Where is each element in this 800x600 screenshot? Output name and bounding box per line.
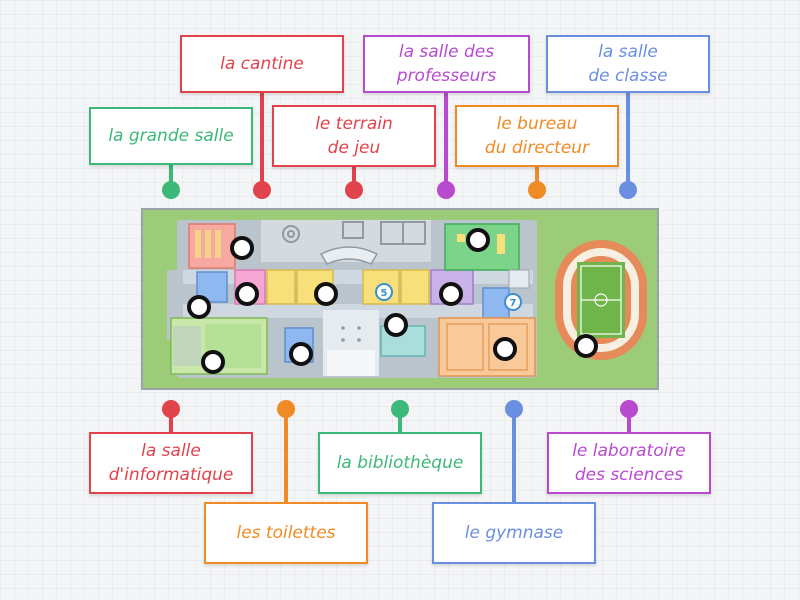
connector-dot-les-toilettes (277, 400, 295, 418)
drop-marker-blue-bottom[interactable] (289, 342, 313, 366)
label-les-toilettes[interactable]: les toilettes (204, 502, 368, 564)
connector-dot-la-grande-salle (162, 181, 180, 199)
connector-la-cantine (260, 93, 264, 190)
drop-marker-sports-field[interactable] (574, 334, 598, 358)
connector-le-gymnase (512, 409, 516, 502)
drop-marker-lightgreen-room[interactable] (201, 350, 225, 374)
label-la-salle-d-informatique[interactable]: la salle d'informatique (89, 432, 253, 494)
drop-marker-pink-room[interactable] (235, 282, 259, 306)
label-le-gymnase[interactable]: le gymnase (432, 502, 596, 564)
connector-dot-la-salle-d-informatique (162, 400, 180, 418)
connector-dot-la-cantine (253, 181, 271, 199)
room-yellow-1 (266, 269, 296, 305)
connector-dot-la-bibliotheque (391, 400, 409, 418)
connector-le-bureau-du-directeur (535, 167, 539, 190)
drop-marker-green-room[interactable] (466, 228, 490, 252)
label-la-grande-salle[interactable]: la grande salle (89, 107, 253, 165)
drop-marker-teal-room[interactable] (384, 313, 408, 337)
connector-dot-la-salle-de-classe (619, 181, 637, 199)
room-number-5: 5 (381, 288, 388, 299)
connector-la-bibliotheque (398, 409, 402, 432)
school-floorplan: 5 7 (143, 210, 657, 388)
label-le-terrain-de-jeu[interactable]: le terrain de jeu (272, 105, 436, 167)
connector-le-terrain-de-jeu (352, 167, 356, 190)
label-la-salle-de-classe[interactable]: la salle de classe (546, 35, 710, 93)
drop-marker-purple-room[interactable] (439, 282, 463, 306)
room-number-7: 7 (510, 298, 517, 309)
drop-marker-orange-room[interactable] (493, 337, 517, 361)
label-le-laboratoire-des-sciences[interactable]: le laboratoire des sciences (547, 432, 711, 494)
room-number-badge-7 (504, 293, 522, 311)
label-la-salle-des-professeurs[interactable]: la salle des professeurs (363, 35, 530, 93)
drop-marker-yellow-room[interactable] (314, 282, 338, 306)
connector-dot-la-salle-des-professeurs (437, 181, 455, 199)
label-la-cantine[interactable]: la cantine (180, 35, 344, 93)
connector-dot-le-laboratoire-des-sciences (620, 400, 638, 418)
connector-les-toilettes (284, 409, 288, 502)
connector-dot-le-bureau-du-directeur (528, 181, 546, 199)
room-number-badge-5 (375, 283, 393, 301)
connector-dot-le-terrain-de-jeu (345, 181, 363, 199)
school-map: 5 7 (141, 208, 659, 390)
drop-marker-cantine[interactable] (230, 236, 254, 260)
connector-la-salle-d-informatique (169, 409, 173, 432)
room-orange (438, 317, 536, 377)
connector-la-salle-des-professeurs (444, 93, 448, 190)
label-le-bureau-du-directeur[interactable]: le bureau du directeur (455, 105, 619, 167)
connector-la-salle-de-classe (626, 93, 630, 190)
connector-dot-le-gymnase (505, 400, 523, 418)
connector-le-laboratoire-des-sciences (627, 409, 631, 432)
connector-la-grande-salle (169, 165, 173, 190)
label-la-bibliotheque[interactable]: la bibliothèque (318, 432, 482, 494)
room-yellow-4 (400, 269, 430, 305)
drop-marker-blue-left[interactable] (187, 295, 211, 319)
